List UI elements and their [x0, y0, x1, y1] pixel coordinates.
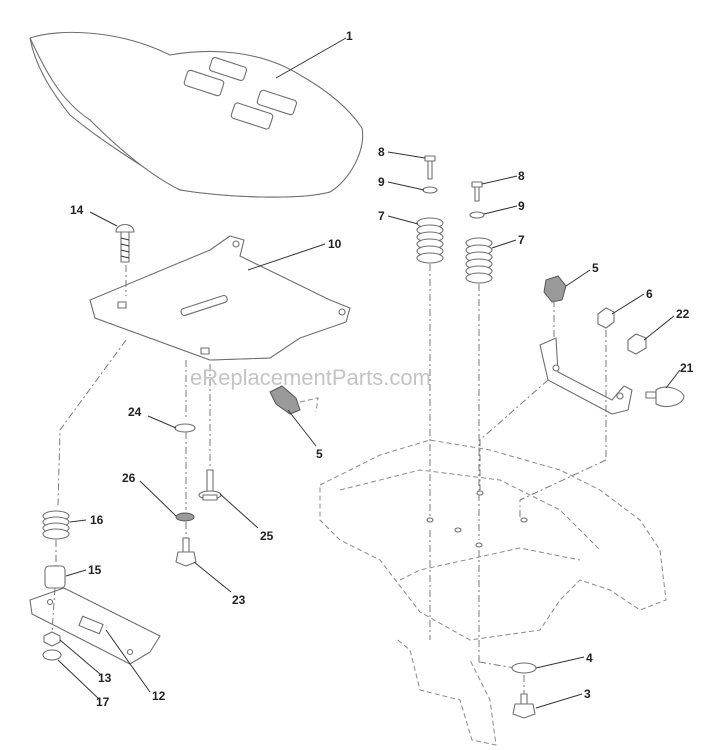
callout-4: 4: [586, 651, 593, 665]
carriage-bolt: [115, 223, 135, 263]
hex-nut: [597, 307, 615, 329]
plate-washer: [42, 649, 62, 661]
callout-1: 1: [346, 29, 353, 43]
lock-washer: [175, 512, 195, 522]
washer-left: [422, 186, 438, 194]
callout-10: 10: [328, 237, 342, 251]
seat-latch-left: [269, 385, 319, 415]
callout-22: 22: [676, 307, 690, 321]
hex-bolt: [175, 537, 197, 567]
frame-outline: [319, 439, 667, 746]
callout-23: 23: [232, 593, 246, 607]
callout-14: 14: [70, 203, 84, 217]
callout-24: 24: [128, 405, 142, 419]
seat-cushion: [29, 31, 364, 198]
callout-26: 26: [122, 471, 136, 485]
spring-left: [416, 217, 444, 264]
frame-washer: [511, 662, 537, 674]
callout-8-left: 8: [378, 145, 385, 159]
watermark: eReplacementParts.com: [190, 365, 431, 390]
callout-16: 16: [90, 513, 104, 527]
spring-right: [465, 237, 493, 284]
mounting-plate: [29, 587, 161, 665]
flange-bolt: [198, 469, 222, 501]
lower-spring: [42, 510, 70, 540]
shoulder-bolt-left: [424, 155, 436, 180]
callout-6: 6: [646, 287, 653, 301]
callout-3: 3: [584, 687, 591, 701]
callout-25: 25: [260, 529, 274, 543]
shoulder-bolt-right: [471, 181, 483, 202]
leader-lines: [57, 37, 681, 709]
assembly-axes: [51, 264, 607, 694]
frame-bolt: [512, 693, 536, 719]
callout-9-right: 9: [518, 199, 525, 213]
flat-washer: [174, 423, 196, 433]
callout-21: 21: [680, 361, 694, 375]
lock-nut: [627, 333, 647, 355]
callout-labels: 1 8 9 7 8 9 7 14 10 5 6 22 21 24 5 26 25…: [70, 29, 694, 709]
callout-7-left: 7: [378, 209, 385, 223]
seat-pan: [89, 235, 351, 361]
callout-17: 17: [96, 695, 110, 709]
callout-9-left: 9: [378, 175, 385, 189]
callout-8-right: 8: [518, 169, 525, 183]
seat-latch-right: [543, 275, 567, 303]
frame-holes: [426, 490, 528, 548]
callout-13: 13: [98, 671, 112, 685]
washer-right: [469, 211, 485, 219]
callout-15: 15: [88, 563, 102, 577]
seat-bracket: [539, 337, 633, 415]
callout-12: 12: [152, 689, 166, 703]
plate-nut: [43, 631, 61, 647]
callout-5-left: 5: [316, 447, 323, 461]
callout-7-right: 7: [518, 233, 525, 247]
callout-5-right: 5: [592, 261, 599, 275]
adjustment-knob: [645, 386, 685, 407]
spacer: [44, 565, 66, 589]
